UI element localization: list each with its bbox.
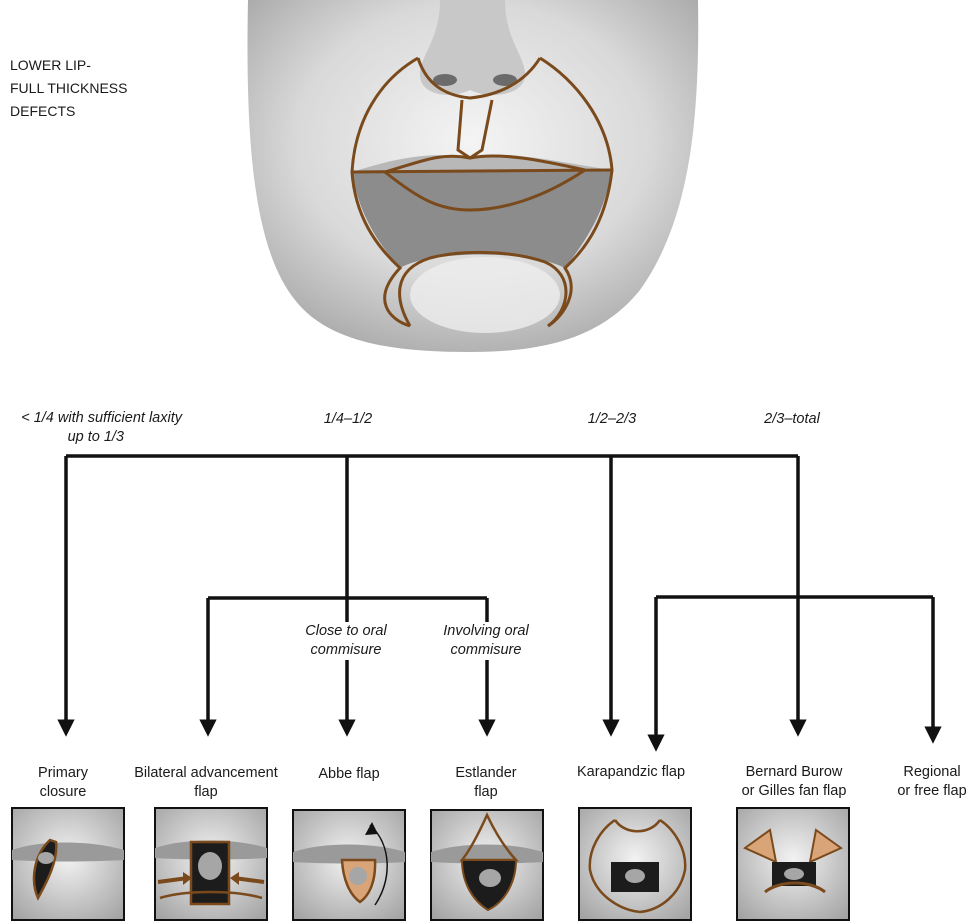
flap-outline-karapandzic	[350, 56, 419, 328]
chin-outline	[398, 250, 568, 328]
face-illustration	[247, 0, 699, 352]
outcome-regional-line1: Regional	[903, 764, 961, 780]
thumb-primary	[11, 807, 125, 921]
branch-close-line2: commisure	[310, 642, 382, 658]
thumb-estlander	[430, 809, 544, 921]
branch-involving-line2: commisure	[450, 642, 522, 658]
outcome-karapandzic-flap: Karapandzic flap	[576, 764, 686, 780]
outcome-bernard-line1: Bernard Burow	[745, 764, 843, 780]
thumb-bernard	[736, 807, 850, 921]
diagram-title: LOWER LIP- FULL THICKNESS DEFECTS	[10, 54, 127, 123]
outcome-primary-closure: Primary closure	[38, 764, 88, 802]
outcome-estlander-line2: flap	[474, 784, 498, 800]
branch-involving-line1: Involving oral	[443, 623, 529, 639]
title-line-2: FULL THICKNESS	[10, 80, 128, 96]
outcome-abbe-flap: Abbe flap	[318, 766, 380, 782]
category-quarter-half: 1/4–1/2	[323, 411, 373, 427]
outcome-primary-line1: Primary	[38, 765, 88, 781]
category-half-twothirds: 1/2–2/3	[587, 411, 637, 427]
outcome-bernard-line2: or Gilles fan flap	[741, 783, 847, 799]
nostril-right	[493, 74, 517, 86]
thumb-abbe	[292, 809, 406, 921]
outcome-regional-free: Regional or free flap	[897, 763, 966, 801]
branch-close-line1: Close to oral	[305, 623, 387, 639]
branch-close-to-commisure: Close to oral commisure	[305, 622, 386, 660]
outcome-bernard-burow: Bernard Burow or Gilles fan flap	[742, 763, 847, 801]
title-line-3: DEFECTS	[10, 103, 76, 119]
outcome-primary-line2: closure	[39, 784, 87, 800]
category-small-line2: up to 1/3	[67, 429, 124, 445]
lip-line	[351, 168, 613, 174]
outcome-bilateral-line1: Bilateral advancement	[134, 765, 278, 781]
outcome-estlander-flap: Estlander flap	[455, 764, 516, 802]
outcome-bilateral-advancement: Bilateral advancement flap	[134, 764, 277, 802]
outcome-estlander-line1: Estlander	[455, 765, 517, 781]
title-line-1: LOWER LIP-	[10, 57, 91, 73]
chin-shading	[410, 257, 560, 333]
thumb-bilateral	[154, 807, 268, 921]
category-small: < 1/4 with sufficient laxity up to 1/3	[6, 409, 182, 447]
thumb-karapandzic	[578, 807, 692, 921]
branch-involving-commisure: Involving oral commisure	[443, 622, 528, 660]
outcome-bilateral-line2: flap	[194, 784, 218, 800]
category-small-line1: < 1/4 with sufficient laxity	[21, 410, 182, 426]
outcome-regional-line2: or free flap	[897, 783, 967, 799]
nose-shape	[420, 0, 525, 95]
nostril-left	[433, 74, 457, 86]
connectors	[57, 454, 942, 752]
category-twothirds-total: 2/3–total	[764, 411, 820, 427]
